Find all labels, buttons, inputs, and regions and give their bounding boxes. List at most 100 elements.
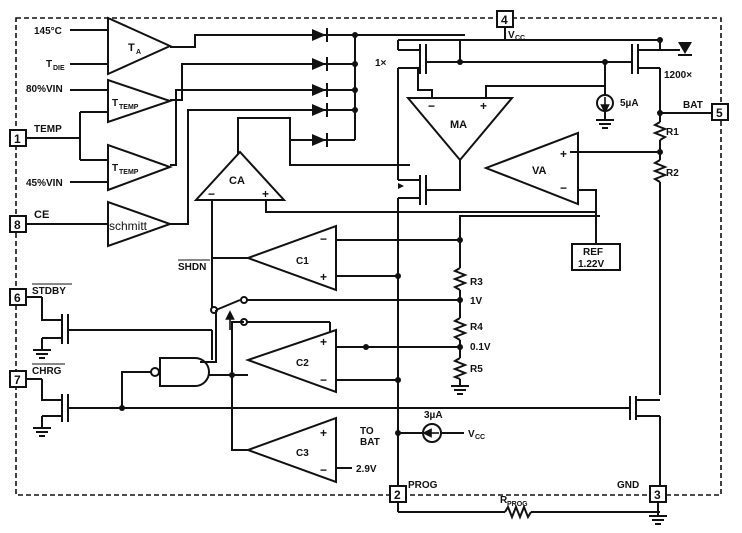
- c1-wiring: [212, 215, 600, 277]
- va-minus: −: [560, 181, 567, 195]
- ttemp2-label: T: [112, 163, 118, 174]
- ca-label: CA: [229, 175, 245, 187]
- pin-4-sub: CC: [515, 35, 525, 42]
- pin-6-stdby: 6 STDBY: [9, 283, 72, 306]
- label-shdn: SHDN: [178, 262, 206, 273]
- label-vcc-3ua: V: [468, 429, 475, 440]
- label-1x: 1×: [375, 58, 387, 69]
- label-rprog-sub: PROG: [507, 501, 528, 508]
- pin-2-label: PROG: [408, 480, 438, 491]
- va-plus: +: [560, 147, 567, 161]
- ca-plus: +: [262, 187, 269, 201]
- nand-wiring: [121, 310, 217, 408]
- label-r5: R5: [470, 364, 483, 375]
- label-r4: R4: [470, 322, 483, 333]
- ref-label: REF: [583, 247, 603, 258]
- chrg-transistor: [26, 378, 630, 437]
- c2-label: C2: [296, 358, 309, 369]
- nand-gate: [150, 357, 210, 387]
- label-80vin: 80%VIN: [26, 84, 63, 95]
- c1-plus: +: [320, 270, 327, 284]
- pin-8-number: 8: [14, 218, 21, 232]
- stdby-transistor: [26, 296, 213, 360]
- label-1200x: 1200×: [664, 70, 692, 81]
- pin-6-label: STDBY: [32, 286, 66, 297]
- pin-4-number: 4: [501, 13, 508, 27]
- ma-amp: MA − +: [405, 97, 515, 162]
- left-wiring: [26, 29, 308, 225]
- pin-3-number: 3: [654, 488, 661, 502]
- label-to-bat: BAT: [360, 437, 380, 448]
- pin-7-chrg: 7 CHRG: [9, 363, 65, 388]
- ma-label: MA: [450, 119, 467, 131]
- pin-1-number: 1: [14, 132, 21, 146]
- ttemp1-label: T: [112, 98, 118, 109]
- pin-4-label: V: [508, 30, 515, 41]
- pin-3-gnd: 3 GND: [617, 480, 667, 503]
- c1-comparator: C1 − +: [245, 224, 337, 292]
- output-diode-icon: [678, 42, 692, 54]
- pin-6-number: 6: [14, 291, 21, 305]
- ma-wiring: [417, 68, 605, 191]
- c3-plus: +: [320, 426, 327, 440]
- ca-minus: −: [208, 187, 215, 201]
- chip-boundary: [15, 17, 722, 496]
- label-r1: R1: [666, 127, 679, 138]
- label-tdie-sub: DIE: [53, 65, 65, 72]
- pin-1-temp: 1 TEMP: [9, 124, 62, 147]
- label-145c: 145°C: [34, 26, 62, 37]
- c1-label: C1: [296, 256, 309, 267]
- schmitt-label: schmitt: [109, 219, 148, 233]
- ref-box: REF 1.22V: [571, 212, 621, 271]
- ta-amp: T A: [107, 16, 173, 76]
- label-r3: R3: [470, 277, 483, 288]
- label-1v: 1V: [470, 296, 483, 307]
- label-3ua: 3µA: [424, 410, 443, 421]
- label-to: TO: [360, 426, 374, 437]
- label-45vin: 45%VIN: [26, 178, 63, 189]
- pin-5-label: BAT: [683, 100, 703, 111]
- ttemp2-sub: TEMP: [119, 169, 139, 176]
- va-label: VA: [532, 165, 547, 177]
- ttemp1-sub: TEMP: [119, 104, 139, 111]
- c2-minus: −: [320, 373, 327, 387]
- ta-label: T: [128, 42, 135, 54]
- bat-wiring: [570, 112, 712, 395]
- resistor-ladder: [451, 240, 469, 395]
- label-2-9v: 2.9V: [356, 464, 377, 475]
- current-source-5ua: 5µA: [596, 90, 639, 129]
- pin-8-label: CE: [34, 209, 49, 221]
- va-amp: VA + −: [483, 131, 579, 206]
- label-vcc-3ua-sub: CC: [475, 434, 485, 441]
- pin-1-label: TEMP: [34, 124, 62, 135]
- pin-3-label: GND: [617, 480, 639, 491]
- c3-minus: −: [320, 463, 327, 477]
- gnd-transistor: [629, 396, 661, 486]
- top-transistors: [397, 27, 680, 180]
- ttemp-amp-1: T TEMP: [107, 78, 174, 124]
- label-rprog: R: [500, 495, 508, 506]
- pin-7-number: 7: [14, 373, 21, 387]
- c3-wiring: [231, 321, 352, 469]
- ma-plus: +: [480, 99, 487, 113]
- middle-transistor: [397, 175, 427, 486]
- pin-2-number: 2: [394, 488, 401, 502]
- schmitt-trigger: schmitt: [107, 200, 173, 248]
- pin-5-number: 5: [716, 106, 723, 120]
- ta-sub: A: [136, 49, 141, 56]
- pin-5-bat: 5 BAT: [683, 100, 729, 121]
- label-r2: R2: [666, 168, 679, 179]
- pin-4-vcc: 4 V CC: [496, 10, 525, 42]
- c3-comparator: C3 + −: [245, 416, 337, 484]
- label-5ua: 5µA: [620, 98, 639, 109]
- label-tdie: T: [46, 59, 52, 70]
- pin-7-label: CHRG: [32, 366, 62, 377]
- label-0-1v: 0.1V: [470, 342, 491, 353]
- ma-minus: −: [428, 99, 435, 113]
- prog-wiring: [397, 502, 667, 525]
- switch: [215, 299, 460, 332]
- c3-label: C3: [296, 448, 309, 459]
- c1-minus: −: [320, 232, 327, 246]
- c2-plus: +: [320, 335, 327, 349]
